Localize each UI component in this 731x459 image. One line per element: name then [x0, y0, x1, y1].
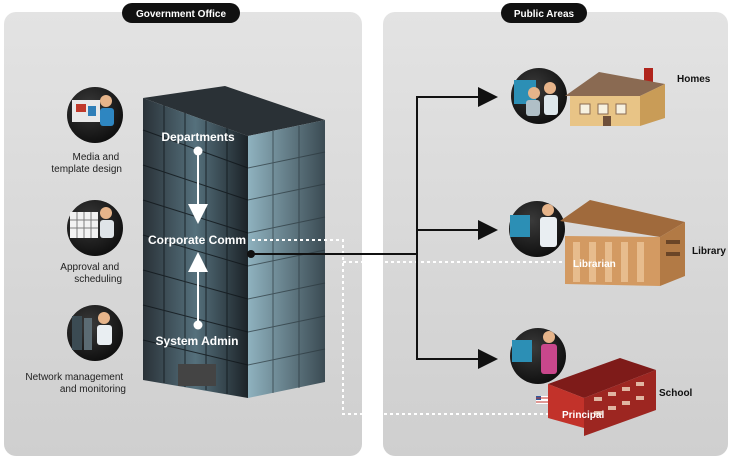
office-tower	[142, 86, 326, 398]
government-office-title: Government Office	[136, 9, 226, 20]
media-designer-icon	[67, 87, 123, 143]
principal-label: Principal	[562, 410, 604, 421]
network-admin-icon	[67, 305, 123, 361]
approval-scheduler-icon	[67, 200, 123, 256]
departments-label: Departments	[161, 130, 235, 144]
approval-label-line-2: scheduling	[74, 274, 122, 285]
corporate-comm-label: Corporate Comm	[148, 233, 246, 247]
public-areas-title: Public Areas	[514, 9, 575, 20]
school-label: School	[659, 388, 693, 399]
network-label-line-2: and monitoring	[60, 384, 126, 395]
library-label: Library	[692, 246, 726, 257]
media-designer-label: Media and template design	[51, 152, 122, 175]
public-areas-title-pill	[501, 3, 587, 23]
school-building-icon	[536, 358, 656, 436]
media-label-line-2: template design	[51, 164, 122, 175]
network-label-line-1: Network management	[25, 372, 123, 383]
house-icon	[565, 68, 665, 126]
principal-icon	[510, 328, 566, 384]
homes-viewer-icon	[511, 68, 567, 124]
approval-scheduler-label: Approval and scheduling	[60, 262, 122, 285]
system-admin-label: System Admin	[156, 334, 239, 348]
media-label-line-1: Media and	[73, 152, 120, 163]
network-admin-label: Network management and monitoring	[25, 372, 126, 395]
approval-label-line-1: Approval and	[60, 262, 119, 273]
sysadmin-node	[193, 320, 203, 330]
dashed-link-to-librarian-and-principal	[252, 239, 565, 415]
librarian-label: Librarian	[573, 259, 616, 270]
homes-label: Homes	[677, 74, 711, 85]
government-office-title-pill	[122, 3, 240, 23]
departments-node	[193, 146, 203, 156]
library-building-icon	[560, 200, 685, 286]
librarian-icon	[509, 201, 565, 257]
